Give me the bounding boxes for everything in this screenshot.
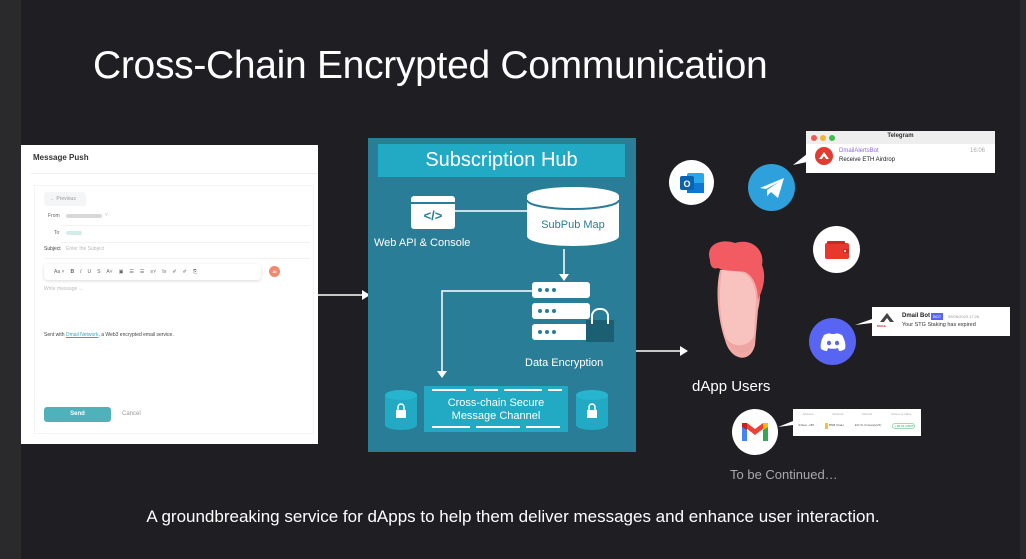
to-label: To bbox=[54, 230, 60, 236]
signature-text: Sent with Dmail Network, a Web3 encrypte… bbox=[44, 332, 174, 338]
subscription-hub: Subscription Hub </> Web API & Console S… bbox=[368, 138, 636, 452]
bubble-tail bbox=[855, 319, 872, 325]
text-color-button[interactable]: A˅ bbox=[106, 269, 113, 275]
previous-button[interactable]: ← Previous bbox=[44, 192, 86, 206]
server-icon bbox=[532, 282, 590, 298]
bot-avatar bbox=[815, 147, 833, 165]
panel-header: Message Push bbox=[33, 153, 89, 162]
message-text: Your STG Staking has expired bbox=[902, 322, 976, 328]
strikethrough-button[interactable]: S bbox=[97, 269, 101, 275]
web-api-label: Web API & Console bbox=[374, 237, 471, 249]
message-time: 16:06 bbox=[969, 148, 985, 154]
message-push-panel: Message Push ← Previous From ˅ To Subjec… bbox=[21, 145, 318, 444]
server-icon bbox=[532, 324, 590, 340]
divider bbox=[44, 258, 310, 259]
subject-label: Subject bbox=[44, 246, 61, 252]
gmail-icon bbox=[732, 409, 778, 455]
bot-badge: BOT bbox=[931, 313, 944, 320]
link-icon[interactable]: ✐ bbox=[172, 269, 177, 275]
discord-icon bbox=[809, 318, 856, 365]
arrow-to-hub bbox=[318, 290, 370, 300]
indent-button[interactable]: I≡ bbox=[162, 269, 167, 275]
to-be-continued-label: To be Continued… bbox=[730, 467, 838, 482]
arrow-to-users bbox=[636, 346, 688, 356]
wallet-icon bbox=[813, 226, 860, 273]
from-label: From bbox=[48, 213, 60, 219]
dmail-logo-icon bbox=[880, 313, 894, 322]
discord-notification: DMAIL Dmail Bot BOT 05/06/2023 17:26 You… bbox=[872, 307, 1010, 336]
table-row: 0x9ea...c86 BNB Chain Eth To Uniswap(V3)… bbox=[798, 423, 916, 429]
data-encryption-label: Data Encryption bbox=[525, 357, 604, 369]
hub-title: Subscription Hub bbox=[378, 144, 625, 177]
unlink-icon[interactable]: ✐ bbox=[182, 269, 187, 275]
subject-input[interactable]: Enter the Subject bbox=[66, 246, 105, 252]
transaction-notification: Address Network Method Tokens & Value 0x… bbox=[793, 409, 921, 436]
server-icon bbox=[532, 303, 590, 319]
bubble-tail bbox=[793, 154, 807, 165]
italic-button[interactable]: I bbox=[80, 269, 82, 275]
outlook-icon: O bbox=[669, 160, 714, 205]
from-field[interactable] bbox=[66, 214, 102, 218]
bold-button[interactable]: B bbox=[70, 269, 75, 275]
dapp-users-label: dApp Users bbox=[692, 378, 771, 395]
message-timestamp: 05/06/2023 17:26 bbox=[948, 314, 980, 319]
cancel-button[interactable]: Cancel bbox=[122, 411, 141, 417]
lock-icon bbox=[586, 308, 614, 342]
bot-name: Dmail Bot bbox=[902, 313, 931, 319]
arrow-down bbox=[559, 249, 569, 281]
chevron-down-icon[interactable]: ˅ bbox=[105, 212, 108, 218]
user-avatar-icon bbox=[709, 241, 765, 358]
divider bbox=[61, 242, 310, 243]
telegram-icon bbox=[748, 164, 795, 211]
dmail-network-link[interactable]: Dmail Network bbox=[65, 332, 99, 338]
locked-database-icon bbox=[385, 390, 417, 430]
database-icon bbox=[526, 187, 620, 246]
slide-subtitle: A groundbreaking service for dApps to he… bbox=[146, 507, 880, 526]
ai-assistant-button[interactable]: AI bbox=[269, 266, 280, 277]
divider bbox=[31, 173, 318, 174]
bot-name: DmailAlertsBot bbox=[839, 148, 879, 154]
minimize-window-button[interactable] bbox=[820, 135, 826, 141]
bullet-list-button[interactable]: ☰ bbox=[129, 269, 134, 275]
message-body-input[interactable]: Write message ... bbox=[44, 286, 83, 292]
formatting-toolbar: Aa ˅ B I U S A˅ ▣ ☰ ☰ ≡˅ I≡ ✐ ✐ ⎘ bbox=[44, 264, 261, 280]
divider bbox=[61, 225, 310, 226]
font-size-dropdown[interactable]: Aa ˅ bbox=[54, 269, 65, 275]
telegram-notification: Telegram DmailAlertsBot 16:06 Receive ET… bbox=[806, 131, 995, 173]
locked-database-icon bbox=[576, 390, 608, 430]
connector-line bbox=[455, 210, 527, 212]
slide-title: Cross-Chain Encrypted Communication bbox=[93, 44, 768, 87]
align-button[interactable]: ≡˅ bbox=[150, 269, 157, 275]
table-header: Address Network Method Tokens & Value bbox=[802, 412, 912, 416]
to-field[interactable] bbox=[66, 231, 82, 235]
compose-card bbox=[34, 185, 314, 434]
arrow-to-channel bbox=[437, 290, 532, 378]
send-button[interactable]: Send bbox=[44, 407, 111, 422]
close-window-button[interactable] bbox=[811, 135, 817, 141]
window-title: Telegram bbox=[887, 133, 914, 139]
code-window-icon: </> bbox=[411, 196, 455, 229]
attachment-icon[interactable]: ⎘ bbox=[192, 269, 197, 275]
highlight-button[interactable]: ▣ bbox=[118, 269, 124, 275]
underline-button[interactable]: U bbox=[87, 269, 92, 275]
subpub-map-label: SubPub Map bbox=[541, 219, 605, 231]
numbered-list-button[interactable]: ☰ bbox=[139, 269, 145, 275]
message-text: Receive ETH Airdrop bbox=[839, 157, 896, 163]
maximize-window-button[interactable] bbox=[829, 135, 835, 141]
bubble-tail bbox=[778, 421, 793, 427]
svg-text:O: O bbox=[683, 179, 690, 189]
